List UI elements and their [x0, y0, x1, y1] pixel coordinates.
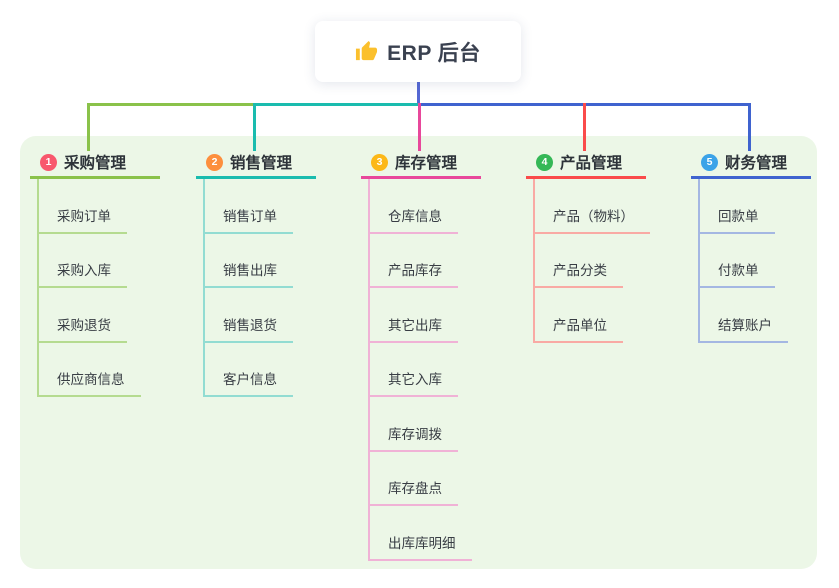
child-node[interactable]: 销售出库	[196, 234, 293, 288]
child-connector-line	[203, 179, 205, 397]
connector-line	[418, 103, 421, 151]
child-node-label: 销售出库	[203, 259, 293, 288]
branch-header[interactable]: 3 库存管理	[361, 148, 481, 179]
child-node[interactable]: 产品库存	[361, 234, 472, 288]
branch-title: 库存管理	[395, 155, 458, 172]
child-node[interactable]: 采购订单	[30, 179, 141, 234]
child-node-label: 采购退货	[37, 314, 127, 343]
connector-line	[583, 103, 586, 151]
child-connector-line	[368, 179, 370, 561]
child-node[interactable]: 供应商信息	[30, 343, 141, 397]
child-node[interactable]: 销售退货	[196, 288, 293, 343]
child-node[interactable]: 采购入库	[30, 234, 141, 288]
child-node-label: 采购订单	[37, 205, 127, 234]
connector-line	[416, 82, 420, 106]
child-node-label: 仓库信息	[368, 205, 458, 234]
connector-line	[87, 103, 253, 106]
child-node-label: 付款单	[698, 259, 775, 288]
child-node-label: 其它出库	[368, 314, 458, 343]
child-node[interactable]: 回款单	[691, 179, 788, 234]
root-node-label: ERP 后台	[387, 41, 481, 65]
child-node-label: 回款单	[698, 205, 775, 234]
branch-index-badge: 2	[206, 153, 223, 171]
branch-index-badge: 5	[701, 153, 718, 171]
branch-title: 产品管理	[560, 155, 623, 172]
connector-line	[253, 103, 256, 151]
child-node[interactable]: 采购退货	[30, 288, 141, 343]
child-connector-line	[37, 179, 39, 397]
child-node-label: 销售订单	[203, 205, 293, 234]
child-node-label: 库存调拨	[368, 423, 458, 452]
child-node-label: 产品（物料）	[533, 205, 650, 234]
child-node-label: 结算账户	[698, 314, 788, 343]
branch-title: 销售管理	[230, 155, 293, 172]
branch-header[interactable]: 4 产品管理	[526, 148, 646, 179]
child-node-label: 客户信息	[203, 368, 293, 397]
background-panel	[20, 136, 817, 569]
child-node[interactable]: 产品（物料）	[526, 179, 650, 234]
child-node-label: 供应商信息	[37, 368, 141, 397]
branch-children: 产品（物料） 产品分类 产品单位	[526, 179, 650, 343]
child-node[interactable]: 出库库明细	[361, 506, 472, 561]
branch-children: 销售订单 销售出库 销售退货 客户信息	[196, 179, 293, 397]
child-node-label: 出库库明细	[368, 532, 472, 561]
child-node[interactable]: 仓库信息	[361, 179, 472, 234]
child-node-label: 产品分类	[533, 259, 623, 288]
connector-line	[253, 103, 418, 106]
child-node[interactable]: 其它入库	[361, 343, 472, 397]
connector-line	[748, 103, 751, 151]
child-node[interactable]: 其它出库	[361, 288, 472, 343]
child-node[interactable]: 客户信息	[196, 343, 293, 397]
branch-header[interactable]: 2 销售管理	[196, 148, 316, 179]
branch-children: 回款单 付款单 结算账户	[691, 179, 788, 343]
child-node[interactable]: 销售订单	[196, 179, 293, 234]
root-node[interactable]: ERP 后台	[315, 21, 521, 82]
branch-title: 财务管理	[725, 155, 788, 172]
child-connector-line	[698, 179, 700, 343]
child-node[interactable]: 结算账户	[691, 288, 788, 343]
branch-index-badge: 3	[371, 153, 388, 171]
child-node-label: 库存盘点	[368, 477, 458, 506]
child-node[interactable]: 库存盘点	[361, 452, 472, 506]
branch-index-badge: 4	[536, 153, 553, 171]
child-node[interactable]: 库存调拨	[361, 397, 472, 452]
child-connector-line	[533, 179, 535, 343]
branch-header[interactable]: 1 采购管理	[30, 148, 160, 179]
branch-header[interactable]: 5 财务管理	[691, 148, 811, 179]
branch-children: 采购订单 采购入库 采购退货 供应商信息	[30, 179, 141, 397]
thumbs-up-icon	[356, 40, 378, 61]
child-node[interactable]: 产品单位	[526, 288, 650, 343]
child-node[interactable]: 付款单	[691, 234, 788, 288]
child-node-label: 产品库存	[368, 259, 458, 288]
branch-index-badge: 1	[40, 153, 57, 171]
child-node-label: 其它入库	[368, 368, 458, 397]
child-node[interactable]: 产品分类	[526, 234, 650, 288]
connector-line	[87, 103, 90, 151]
child-node-label: 销售退货	[203, 314, 293, 343]
child-node-label: 产品单位	[533, 314, 623, 343]
child-node-label: 采购入库	[37, 259, 127, 288]
branch-title: 采购管理	[64, 155, 127, 172]
branch-children: 仓库信息 产品库存 其它出库 其它入库 库存调拨 库存盘点 出库库明细	[361, 179, 472, 561]
